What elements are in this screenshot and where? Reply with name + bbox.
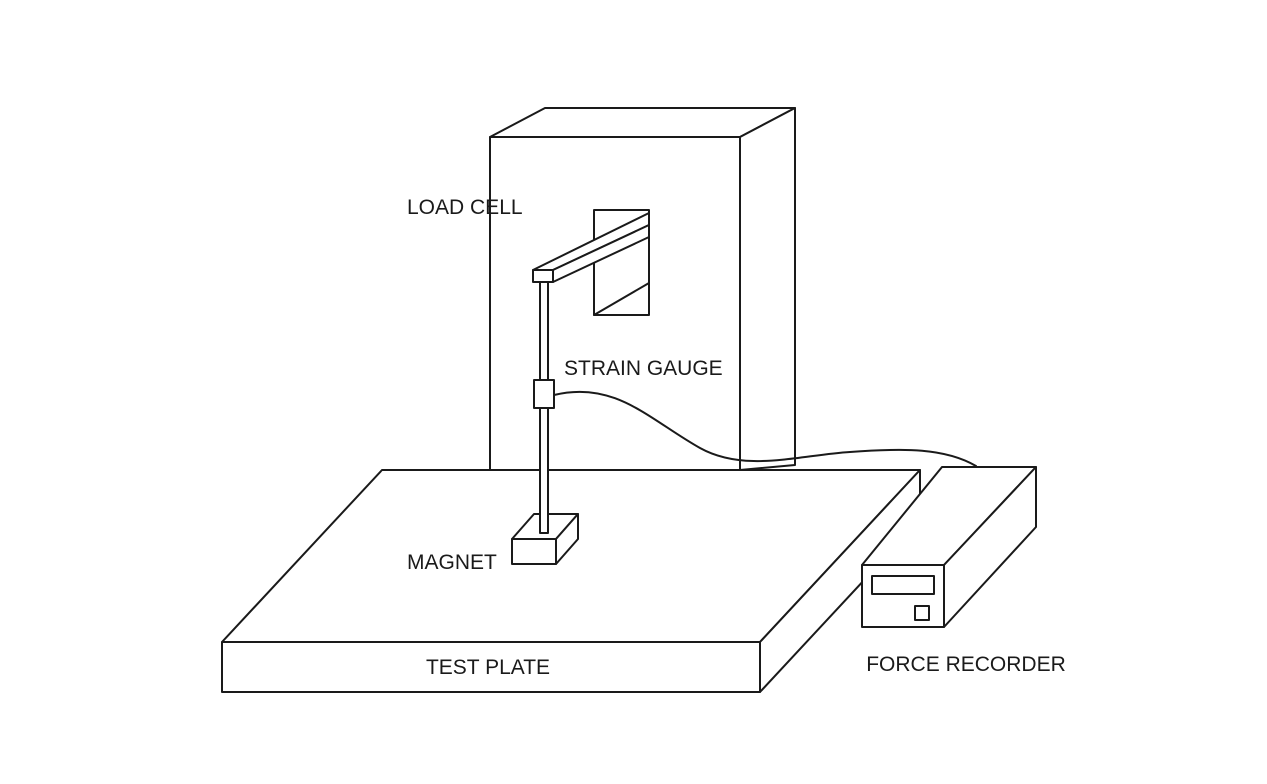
force-recorder <box>861 466 1037 628</box>
label-load-cell: LOAD CELL <box>407 196 523 219</box>
test-plate <box>221 469 921 693</box>
signal-cable <box>553 390 977 467</box>
recorder-display <box>871 575 935 595</box>
label-strain-gauge: STRAIN GAUGE <box>564 357 723 380</box>
label-test-plate: TEST PLATE <box>426 656 550 679</box>
recorder-button <box>914 605 930 621</box>
sensor-rod <box>533 281 555 534</box>
label-magnet: MAGNET <box>407 551 497 574</box>
label-force-recorder: FORCE RECORDER <box>866 653 1066 676</box>
